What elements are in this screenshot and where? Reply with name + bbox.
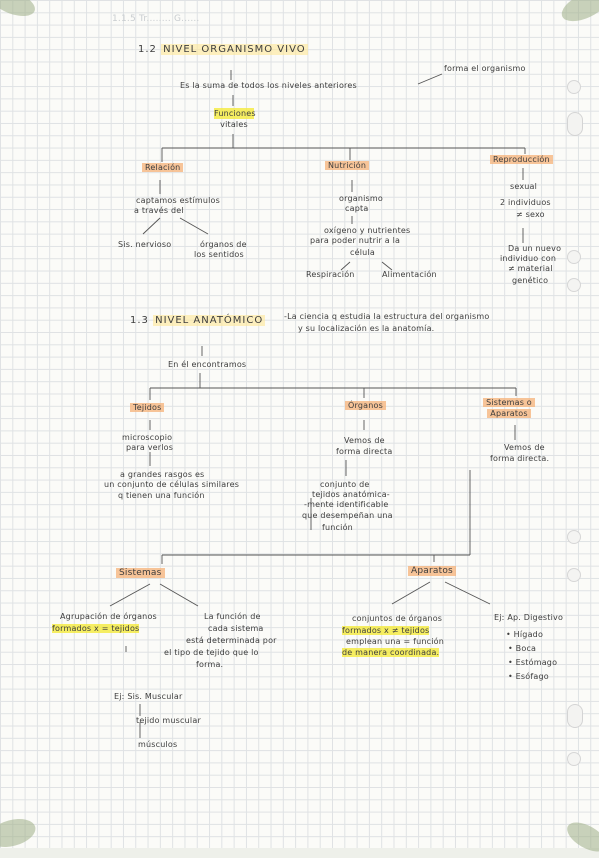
tejidos-line: a grandes rasgos es	[120, 470, 205, 479]
organos-line: -mente identificable	[304, 500, 389, 509]
apparatus-example-item: • Hígado	[506, 630, 544, 639]
relacion-line: captamos estímulos	[136, 196, 221, 205]
reproduccion-line: Da un nuevo	[508, 244, 562, 253]
systems-label: Sistemas	[116, 568, 165, 578]
systems-left-highlight: formados x = tejidos	[52, 624, 140, 633]
tejidos-line: un conjunto de células similares	[104, 480, 240, 489]
binder-hole	[567, 530, 581, 544]
nutricion-line: célula	[350, 248, 375, 257]
binder-hole	[567, 278, 581, 292]
binder-hole	[567, 250, 581, 264]
functions-label-line: vitales	[220, 120, 248, 129]
apparatus-example-item: • Esófago	[508, 672, 549, 681]
faint-header: 1.1.5 Tr........ G......	[112, 14, 200, 24]
nutricion-line: oxígeno y nutrientes	[324, 226, 411, 235]
apparatus-example-title: Ej: Ap. Digestivo	[494, 613, 564, 622]
apparatus-example-item: • Boca	[508, 644, 537, 653]
systems-example: músculos	[138, 740, 178, 749]
binder-hole	[567, 752, 581, 766]
branch-relacion: Relación	[142, 163, 184, 172]
binder-hole	[567, 80, 581, 94]
systems-right-line: cada sistema	[208, 624, 264, 633]
systems-left-line: formados x = tejidos	[52, 624, 140, 633]
organos-line: función	[322, 523, 353, 532]
branch-sistemas-aparatos: Sistemas o Aparatos	[470, 397, 548, 419]
systems-example: tejido muscular	[136, 716, 201, 725]
reproduccion-line: sexual	[510, 182, 538, 191]
section-number: 1.2	[138, 44, 157, 55]
reproduccion-line: 2 individuos	[500, 198, 551, 207]
binder-hole	[567, 112, 583, 136]
sistemas-aparatos-line: Vemos de	[504, 443, 545, 452]
systems-left-line: Agrupación de órganos	[60, 612, 157, 621]
systems-right-line: La función de	[204, 612, 261, 621]
nutricion-sub: Alimentación	[382, 270, 437, 279]
organos-line: conjunto de	[320, 480, 370, 489]
relacion-sub: Sis. nervioso	[118, 240, 172, 249]
systems-right-line: el tipo de tejido que lo	[164, 648, 259, 657]
branch-organos: Órganos	[345, 401, 386, 410]
side-note: forma el organismo	[444, 64, 526, 73]
functions-label: Funciones vitales	[214, 108, 256, 130]
nutricion-line: para poder nutrir a la	[310, 236, 401, 245]
systems-example: Ej: Sis. Muscular	[114, 692, 183, 701]
organos-line: Vemos de	[344, 436, 385, 445]
section-heading-1-3: 1.3 NIVEL ANATÓMICO	[130, 315, 266, 326]
relacion-line: a través del	[134, 206, 184, 215]
reproduccion-line: ≠ material	[508, 264, 553, 273]
nutricion-line: capta	[345, 204, 369, 213]
branch-label-line: Sistemas o	[483, 398, 535, 407]
nutricion-line: organismo	[339, 194, 383, 203]
branch-label-line: Aparatos	[487, 409, 531, 418]
systems-right-line: forma.	[196, 660, 224, 669]
binder-hole	[567, 568, 581, 582]
binder-hole	[567, 704, 583, 728]
section-number: 1.3	[130, 315, 149, 326]
sistemas-aparatos-line: forma directa.	[490, 454, 550, 463]
organos-line: forma directa	[336, 447, 393, 456]
apparatus-example-item: • Estómago	[508, 658, 558, 667]
apparatus-highlight: de manera coordinada.	[342, 648, 440, 657]
apparatus-line: conjuntos de órganos	[352, 614, 443, 623]
apparatus-label: Aparatos	[408, 566, 456, 576]
section-heading-1-2: 1.2 NIVEL ORGANISMO VIVO	[138, 44, 308, 55]
branch-nutricion: Nutrición	[325, 161, 370, 170]
apparatus-line: de manera coordinada.	[342, 648, 440, 657]
tejidos-line: q tienen una función	[118, 491, 205, 500]
systems-right-line: está determinada por	[186, 636, 277, 645]
anatomy-description: y su localización es la anatomía.	[298, 324, 435, 333]
nutricion-sub: Respiración	[306, 270, 355, 279]
apparatus-line: formados x ≠ tejidos	[342, 626, 430, 635]
tejidos-line: para verlos	[126, 443, 174, 452]
apparatus-highlight: formados x ≠ tejidos	[342, 626, 430, 635]
reproduccion-line: ≠ sexo	[516, 210, 545, 219]
section-title: NIVEL ANATÓMICO	[153, 315, 266, 326]
section-description: Es la suma de todos los niveles anterior…	[180, 81, 357, 90]
branch-tejidos: Tejidos	[130, 403, 165, 412]
apparatus-line: emplean una = función	[346, 637, 445, 646]
organos-line: que desempeñan una	[302, 511, 393, 520]
tejidos-line: microscopio	[122, 433, 173, 442]
branch-reproduccion: Reproducción	[490, 155, 553, 164]
reproduccion-line: individuo con	[500, 254, 557, 263]
organos-line: tejidos anatómica-	[312, 490, 390, 499]
relacion-sub: los sentidos	[194, 250, 244, 259]
functions-label-line: Funciones	[214, 108, 256, 119]
reproduccion-line: genético	[512, 276, 549, 285]
relacion-sub: órganos de	[200, 240, 247, 249]
section-title: NIVEL ORGANISMO VIVO	[161, 44, 308, 55]
anatomy-description: -La ciencia q estudia la estructura del …	[284, 312, 490, 321]
found-label: En él encontramos	[168, 360, 247, 369]
